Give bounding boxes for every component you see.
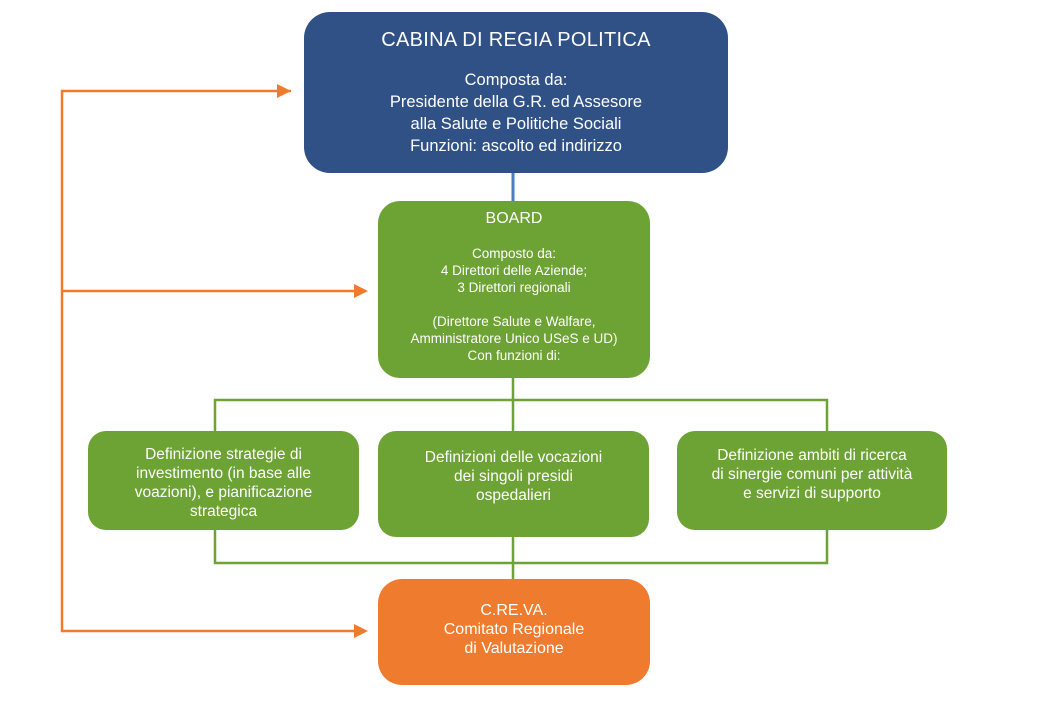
function-box-research: Definizione ambiti di ricerca di sinergi… [677,431,947,530]
board-line: Amministratore Unico USeS e UD) [410,331,618,346]
function-line: Definizione strategie di [145,446,302,463]
function-line: e servizi di supporto [743,485,881,502]
arrow-to-cabina [277,84,291,98]
feedback-loop [60,89,356,633]
cabina-title: CABINA DI REGIA POLITICA [381,29,651,51]
arrow-to-creva [354,624,368,638]
board-title: BOARD [485,210,543,227]
board-line: 4 Direttori delle Aziende; [440,263,588,278]
creva-line: di Valutazione [464,640,564,657]
function-line: Definizione ambiti di ricerca [717,447,907,464]
function-line: voazioni), e pianificazione [134,484,313,501]
function-box-investment: Definizione strategie di investimento (i… [88,431,359,530]
creva-line: C.RE.VA. [480,602,548,619]
function-box-vocations: Definizioni delle vocazioni dei singoli … [378,431,649,537]
function-line: di sinergie comuni per attività [711,466,913,483]
cabina-line: alla Salute e Politiche Sociali [410,115,622,133]
board-box: BOARD Composto da: 4 Direttori delle Azi… [378,201,650,378]
creva-box: C.RE.VA. Comitato Regionale di Valutazio… [378,579,650,685]
feedback-arrowheads [277,84,368,638]
board-function-tree [213,378,829,579]
function-line: ospedalieri [476,487,551,504]
board-line: Composto da: [471,246,557,261]
board-line: (Direttore Salute e Walfare, [432,314,596,329]
function-line: strategica [189,503,258,520]
board-line: 3 Direttori regionali [457,280,571,295]
cabina-box: CABINA DI REGIA POLITICA Composta da: Pr… [304,12,728,173]
function-line: Definizioni delle vocazioni [424,449,603,466]
function-line: dei singoli presidi [454,468,573,485]
arrow-to-board [354,284,368,298]
cabina-line: Funzioni: ascolto ed indirizzo [410,137,622,155]
creva-line: Comitato Regionale [443,621,585,638]
board-line: Con funzioni di: [467,348,561,363]
cabina-line: Presidente della G.R. ed Assesore [389,93,643,111]
function-line: investimento (in base alle [136,465,311,482]
cabina-line: Composta da: [464,71,568,89]
